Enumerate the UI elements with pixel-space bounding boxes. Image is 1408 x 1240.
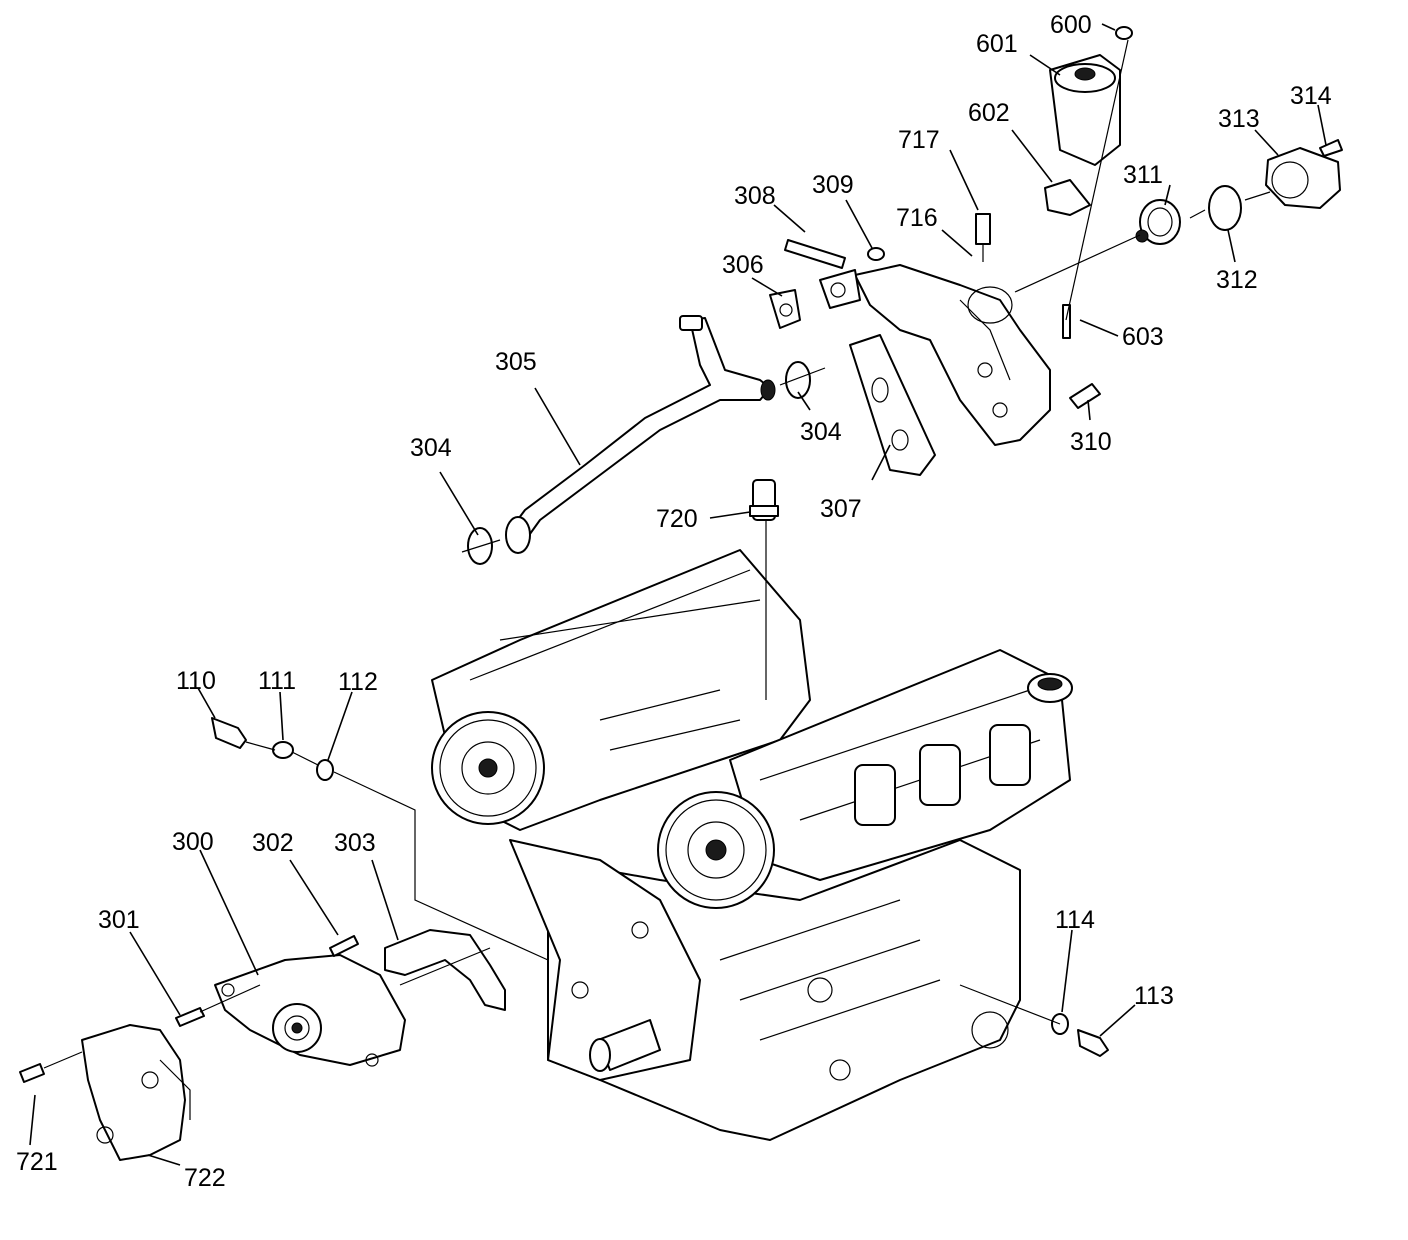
water-pump-300 bbox=[175, 929, 506, 1067]
callout-308: 308 bbox=[734, 182, 776, 210]
callout-720: 720 bbox=[656, 505, 698, 533]
callout-602: 602 bbox=[968, 99, 1010, 127]
callout-304-right: 304 bbox=[800, 418, 842, 446]
callout-110: 110 bbox=[176, 667, 216, 695]
callout-306: 306 bbox=[722, 251, 764, 279]
callout-722: 722 bbox=[184, 1164, 226, 1192]
callout-309: 309 bbox=[812, 171, 854, 199]
callout-601: 601 bbox=[976, 30, 1018, 58]
water-outlet-assembly bbox=[749, 26, 1343, 700]
water-pipe-305 bbox=[461, 315, 826, 565]
callout-312: 312 bbox=[1216, 266, 1258, 294]
callout-304-left: 304 bbox=[410, 434, 452, 462]
callout-313: 313 bbox=[1218, 105, 1260, 133]
bracket-722 bbox=[19, 1024, 191, 1161]
callout-310: 310 bbox=[1070, 428, 1112, 456]
fasteners-110-112 bbox=[211, 717, 549, 961]
callout-307: 307 bbox=[820, 495, 862, 523]
callout-716: 716 bbox=[896, 204, 938, 232]
leader-lines bbox=[29, 23, 1327, 1166]
callout-112: 112 bbox=[338, 668, 378, 696]
callout-labels: 600 601 602 603 717 716 720 308 309 306 … bbox=[16, 11, 1332, 1192]
callout-314: 314 bbox=[1290, 82, 1332, 110]
callout-111: 111 bbox=[258, 667, 296, 695]
callout-600: 600 bbox=[1050, 11, 1092, 39]
callout-302: 302 bbox=[252, 829, 294, 857]
callout-721: 721 bbox=[16, 1148, 58, 1176]
engine-block bbox=[431, 549, 1073, 1141]
callout-300: 300 bbox=[172, 828, 214, 856]
callout-603: 603 bbox=[1122, 323, 1164, 351]
callout-305: 305 bbox=[495, 348, 537, 376]
fasteners-113-114 bbox=[959, 984, 1109, 1057]
callout-311: 311 bbox=[1123, 161, 1163, 189]
callout-717: 717 bbox=[898, 126, 940, 154]
callout-303: 303 bbox=[334, 829, 376, 857]
callout-114: 114 bbox=[1055, 906, 1095, 934]
callout-301: 301 bbox=[98, 906, 140, 934]
callout-113: 113 bbox=[1134, 982, 1174, 1010]
